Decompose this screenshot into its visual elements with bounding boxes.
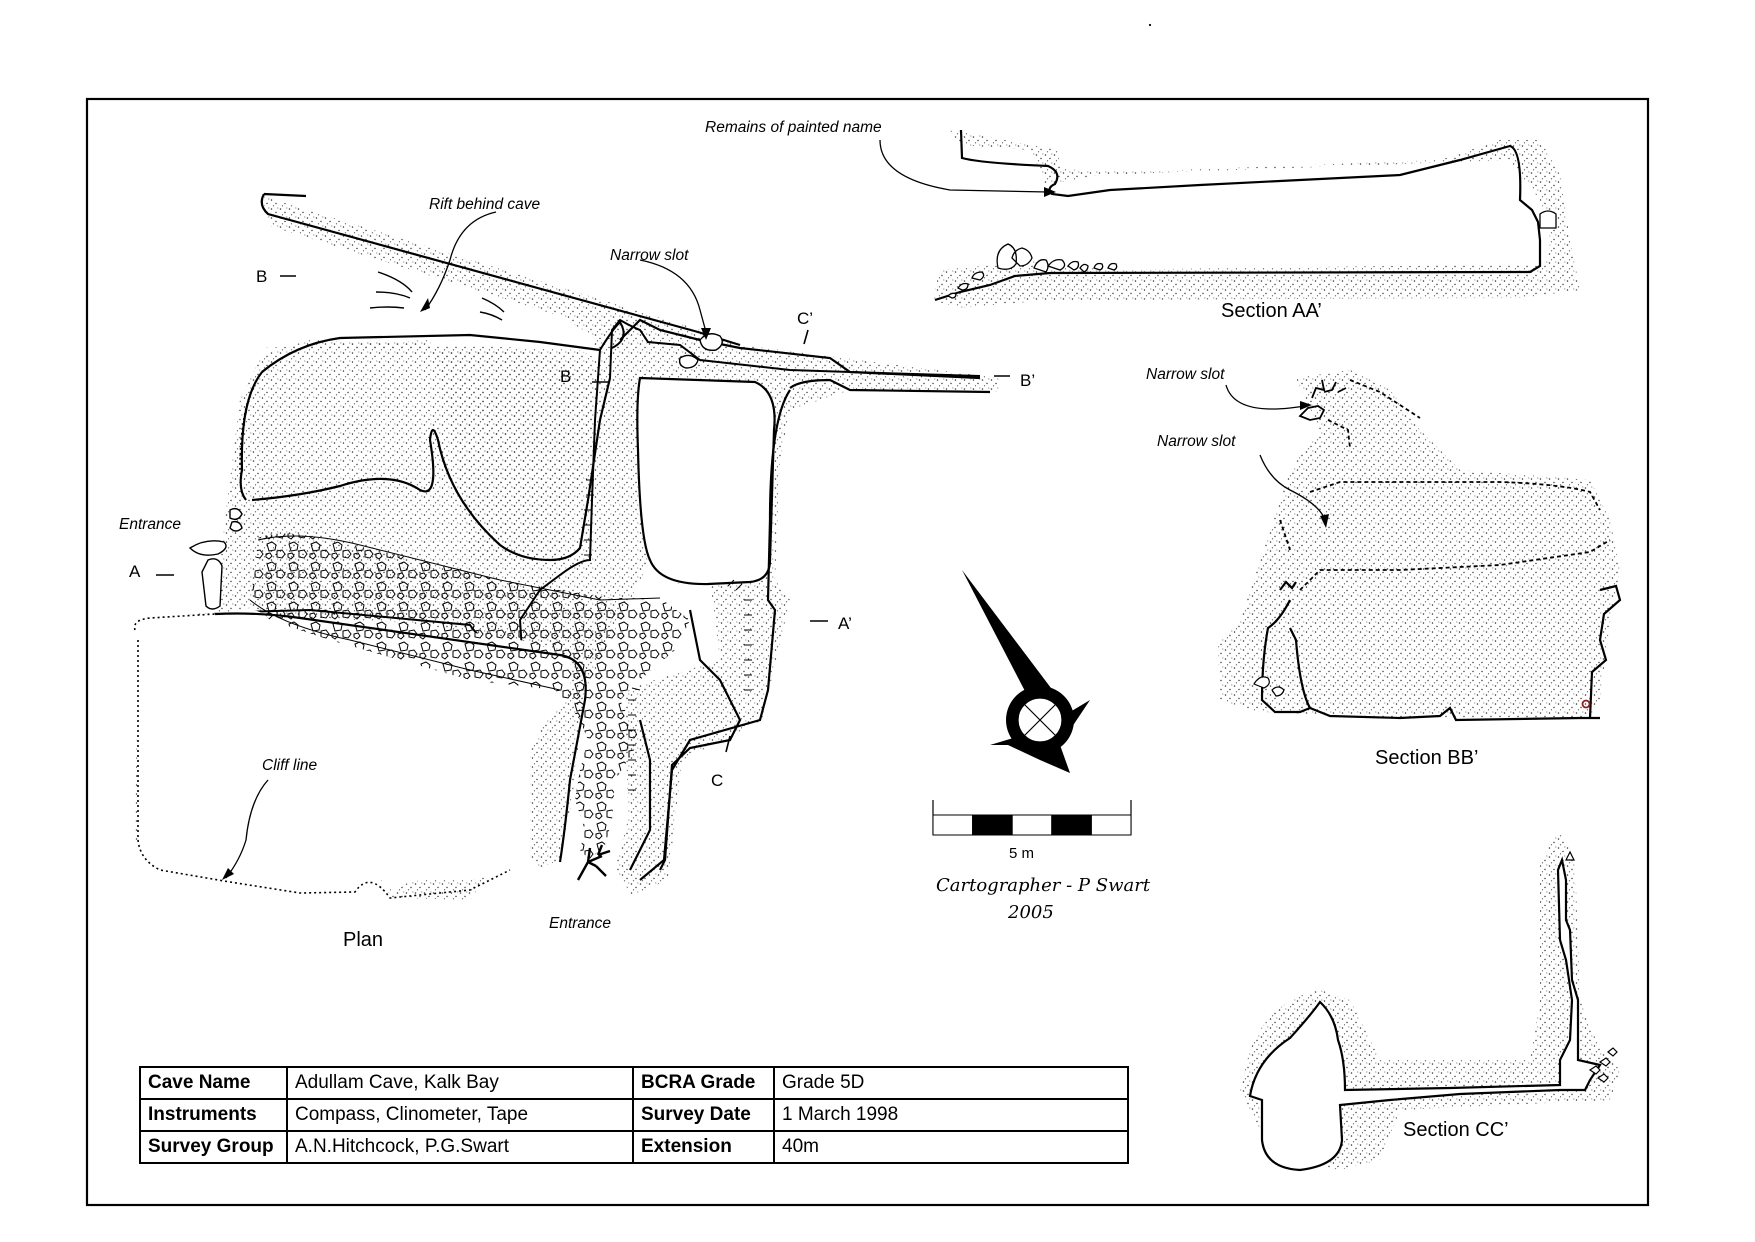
label-section-aa: Section AA’ — [1221, 300, 1322, 322]
label-cliff-line: Cliff line — [262, 757, 318, 774]
aa-stipple — [932, 130, 1580, 308]
pillar-block — [636, 376, 776, 586]
label-narrow-slot: Narrow slot — [610, 247, 689, 264]
cell-value: Adullam Cave, Kalk Bay — [286, 1066, 634, 1100]
slope-ticks — [584, 479, 752, 791]
leader-painted-name — [879, 139, 1049, 193]
rift-marks — [369, 271, 505, 321]
passage-c — [629, 609, 742, 871]
cell-value: 1 March 1998 — [773, 1098, 1129, 1132]
plan-view — [133, 192, 1010, 900]
entrance-rocks — [188, 507, 243, 610]
leader-painted-name-head — [1044, 187, 1056, 197]
cell-key: Instruments — [139, 1098, 288, 1132]
label-painted-name: Remains of painted name — [705, 119, 882, 136]
leader-bb-slot-2 — [1259, 454, 1326, 521]
lower-block — [134, 608, 572, 895]
leader-narrow-slot — [639, 259, 707, 333]
leader-rift-head — [420, 298, 430, 312]
boulder-floor — [250, 533, 690, 860]
marker-a: A — [129, 562, 141, 581]
survey-info-table: Cave Name Adullam Cave, Kalk Bay BCRA Gr… — [139, 1066, 1129, 1164]
scale-bar-segment — [1090, 814, 1132, 836]
cc-outline — [1248, 856, 1602, 1172]
slot-rocks — [678, 333, 723, 369]
marker-b-prime: B’ — [1020, 371, 1036, 390]
marker-c: C — [711, 771, 724, 790]
scale-bar-segment — [1011, 814, 1053, 836]
bb-stipple — [1218, 370, 1620, 718]
marker-c-prime: C’ — [797, 309, 814, 328]
cell-key: Survey Date — [632, 1098, 775, 1132]
north-arrow-cross-lines — [1023, 703, 1057, 737]
aa-rocks — [946, 210, 1557, 299]
cell-key: BCRA Grade — [632, 1066, 775, 1100]
section-cc — [1240, 830, 1620, 1172]
cell-value: A.N.Hitchcock, P.G.Swart — [286, 1130, 634, 1164]
label-section-bb: Section BB’ — [1375, 747, 1479, 769]
scale-bar-segment — [932, 814, 974, 836]
chamber-outline — [239, 333, 612, 562]
label-rift: Rift behind cave — [429, 196, 541, 213]
root-branch — [576, 844, 611, 881]
bb-upper-dashed — [1327, 379, 1421, 449]
floor-edge — [249, 535, 661, 691]
label-bb-narrow-slot-1: Narrow slot — [1146, 366, 1225, 383]
label-entrance-bottom: Entrance — [549, 915, 612, 932]
cartographer-credit: Cartographer - P Swart — [936, 875, 1151, 896]
table-row: Survey Group A.N.Hitchcock, P.G.Swart Ex… — [139, 1130, 1129, 1164]
label-plan: Plan — [343, 929, 384, 951]
cell-value: 40m — [773, 1130, 1129, 1164]
table-row: Cave Name Adullam Cave, Kalk Bay BCRA Gr… — [139, 1066, 1129, 1100]
bb-dashed-roof — [1279, 481, 1611, 591]
label-entrance-left: Entrance — [119, 516, 182, 533]
cell-value: Compass, Clinometer, Tape — [286, 1098, 634, 1132]
scale-bar-segment — [1051, 814, 1092, 836]
leader-cliff — [225, 779, 269, 879]
central-passage — [599, 318, 981, 379]
cliff-line-lower — [133, 613, 511, 899]
section-aa — [879, 129, 1580, 308]
scale-bar — [932, 800, 1132, 836]
cell-key: Survey Group — [139, 1130, 288, 1164]
leader-bb-slot-1-head — [1300, 401, 1312, 410]
marker-a-prime: A’ — [838, 614, 852, 633]
cell-value: Grade 5D — [773, 1066, 1129, 1100]
bb-rocks — [1253, 676, 1285, 697]
scale-bar-label: 5 m — [1009, 845, 1035, 862]
leader-cliff-head — [222, 868, 234, 880]
cc-rocks — [1565, 850, 1618, 1083]
cell-key: Extension — [632, 1130, 775, 1164]
cell-key: Cave Name — [139, 1066, 288, 1100]
north-needle — [962, 570, 1060, 720]
leader-bb-slot-2-head — [1320, 514, 1329, 528]
marker-b-inner: B — [560, 367, 572, 386]
leader-bb-slot-1 — [1225, 384, 1307, 410]
table-row: Instruments Compass, Clinometer, Tape Su… — [139, 1098, 1129, 1132]
label-bb-narrow-slot-2: Narrow slot — [1157, 433, 1236, 450]
section-bb — [1218, 370, 1622, 722]
label-section-cc: Section CC’ — [1403, 1119, 1509, 1141]
leader-rift — [424, 211, 497, 311]
cartographer-year: 2005 — [1008, 902, 1054, 923]
bb-marker-dot — [1581, 699, 1591, 709]
section-marks — [156, 275, 1010, 753]
north-arrow — [962, 570, 1090, 773]
bb-upper-wall — [1298, 379, 1347, 421]
leader-narrow-slot-head — [701, 328, 711, 340]
stray-dot — [1148, 23, 1152, 27]
sheet-border — [85, 97, 1650, 1207]
marker-b-outer: B — [256, 267, 268, 286]
scale-bar-segment — [972, 814, 1013, 836]
